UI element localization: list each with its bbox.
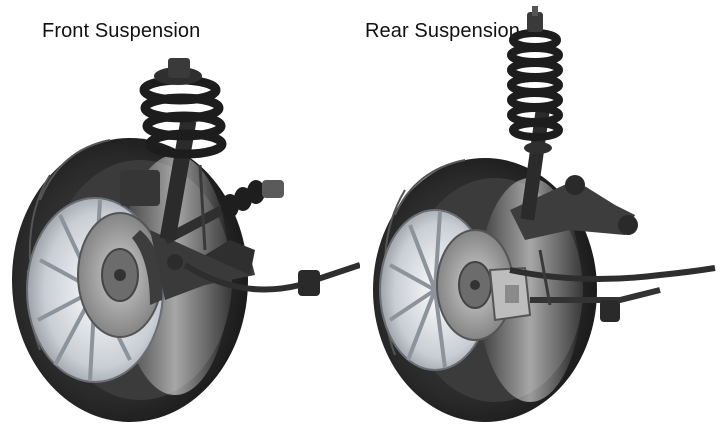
front-brake-caliper (132, 230, 163, 305)
front-coil-spring (139, 75, 227, 159)
front-stabilizer-bar (167, 254, 360, 296)
front-suspension-caption: Front Suspension (42, 20, 201, 42)
front-lower-control-arm (150, 230, 255, 300)
front-suspension-panel: Front Suspension (12, 20, 360, 422)
rear-suspension-caption: Rear Suspension (365, 20, 520, 42)
rear-coil-spring (507, 29, 563, 141)
rear-suspension-illustration (373, 6, 716, 422)
front-suspension-illustration (12, 58, 360, 422)
rear-suspension-panel: Rear Suspension (360, 0, 720, 432)
rear-upper-control-arm (510, 175, 638, 240)
rear-brake-rotor (436, 229, 532, 341)
front-brake-rotor (77, 212, 163, 338)
rear-lower-links (509, 249, 716, 322)
front-drive-shaft (162, 180, 284, 245)
rear-shock-assembly (507, 6, 563, 221)
front-strut-assembly (120, 58, 227, 251)
